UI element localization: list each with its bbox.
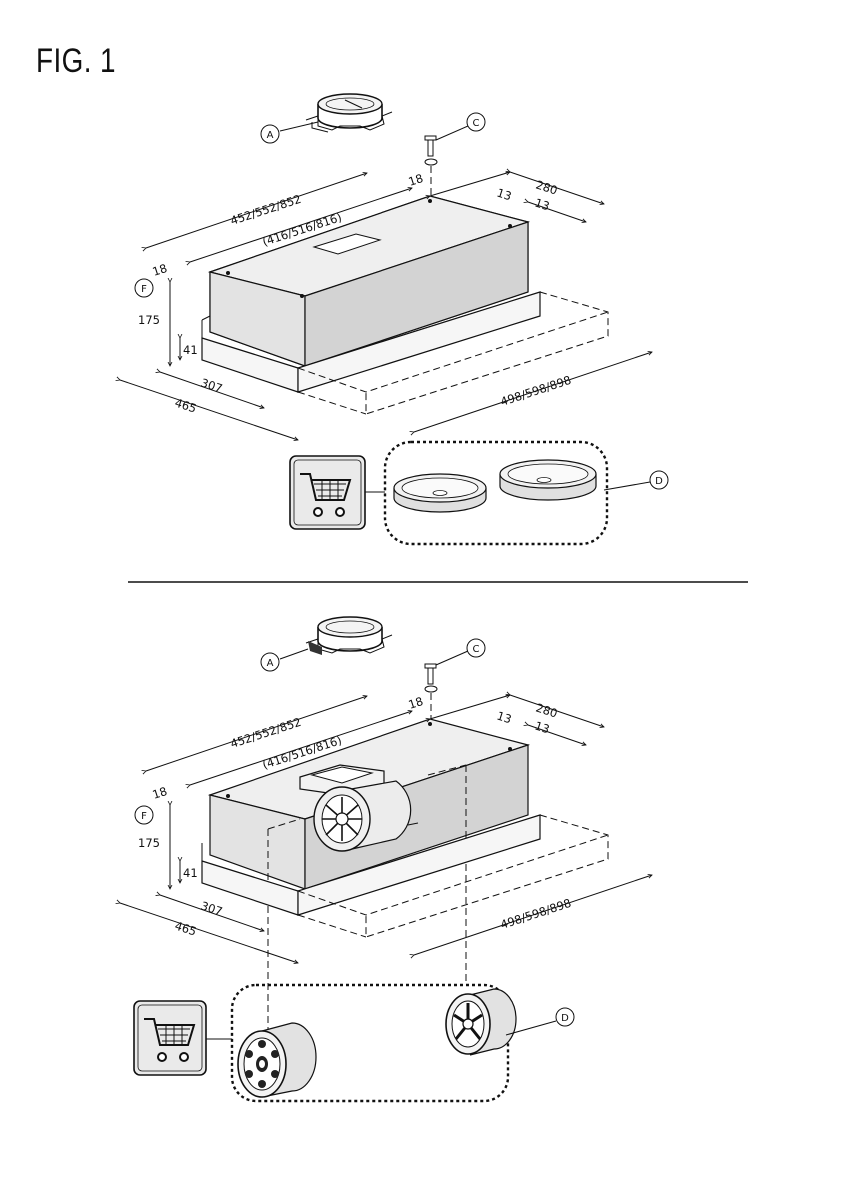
svg-text:41: 41 <box>183 866 198 880</box>
svg-text:498/598/898: 498/598/898 <box>499 896 573 932</box>
dim-width: 452/552/852 <box>229 192 303 228</box>
carbon-filter-icon[interactable] <box>500 460 596 500</box>
svg-text:13: 13 <box>533 196 551 214</box>
svg-text:280: 280 <box>534 701 559 721</box>
svg-text:13: 13 <box>495 709 513 727</box>
svg-text:F: F <box>141 811 147 822</box>
svg-text:F: F <box>141 284 147 295</box>
svg-text:18: 18 <box>407 171 425 189</box>
shopping-cart-icon[interactable] <box>134 1001 206 1075</box>
svg-text:C: C <box>473 644 480 655</box>
svg-text:13: 13 <box>495 186 513 204</box>
carbon-filter-icon[interactable] <box>446 989 516 1055</box>
callout-a-label: A <box>267 130 274 141</box>
lower-hood-diagram: A C <box>120 617 652 1101</box>
screw-icon <box>425 664 437 723</box>
dim-height: 175 <box>138 313 160 327</box>
outlet-collar-icon <box>306 94 392 132</box>
svg-text:D: D <box>561 1013 569 1024</box>
upper-hood-diagram: A C 452/552/852 (416/516/816) <box>120 94 668 544</box>
screw-icon <box>425 136 437 200</box>
svg-text:175: 175 <box>138 836 160 850</box>
svg-text:41: 41 <box>183 343 198 357</box>
dim-drawer-depth: 307 <box>199 376 224 396</box>
svg-text:18: 18 <box>407 694 425 712</box>
svg-text:307: 307 <box>199 899 224 919</box>
callout-c-label: C <box>473 118 480 129</box>
svg-text:D: D <box>655 476 663 487</box>
svg-text:465: 465 <box>173 919 198 939</box>
shopping-cart-icon[interactable] <box>290 456 365 529</box>
dim-full-depth: 465 <box>173 396 198 416</box>
dim-drawer-width: 498/598/898 <box>499 373 573 409</box>
carbon-filter-icon[interactable] <box>394 474 486 512</box>
svg-text:280: 280 <box>534 178 559 198</box>
outlet-collar-icon <box>306 617 392 655</box>
svg-text:13: 13 <box>533 719 551 737</box>
svg-text:A: A <box>267 658 274 669</box>
svg-text:18: 18 <box>151 784 169 802</box>
svg-text:452/552/852: 452/552/852 <box>229 715 303 751</box>
svg-text:18: 18 <box>151 261 169 279</box>
carbon-filter-icon[interactable] <box>238 1023 316 1097</box>
